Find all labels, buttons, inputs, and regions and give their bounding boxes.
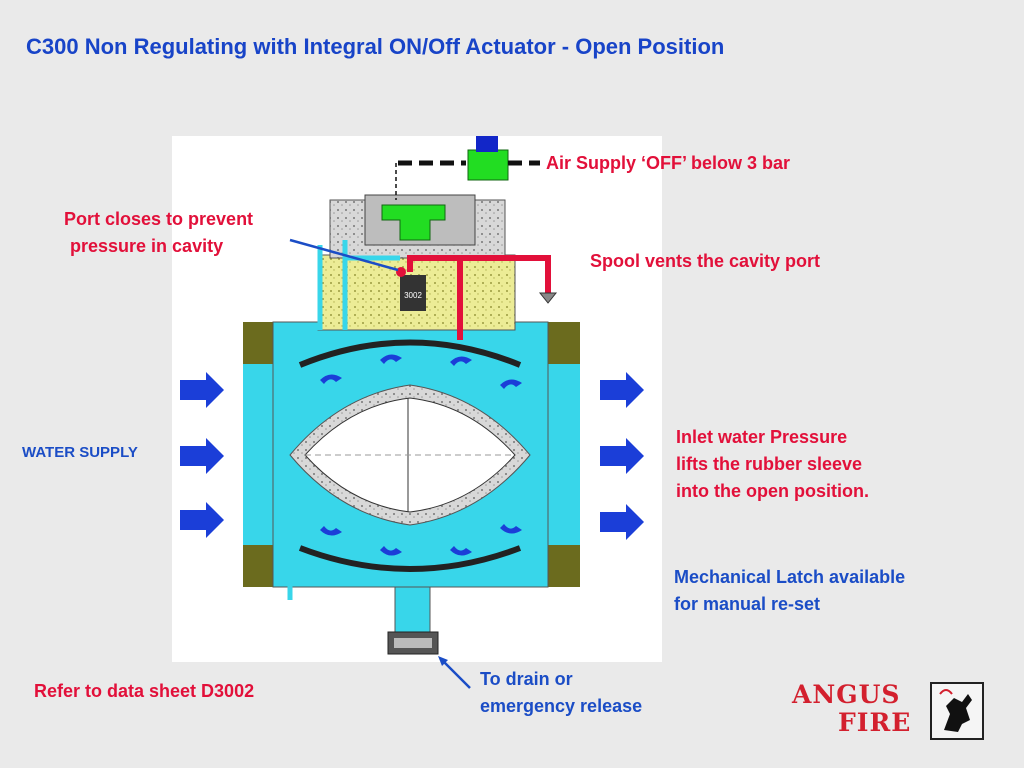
- latch-label-1: Mechanical Latch available: [674, 567, 906, 587]
- vent-outlet: [538, 292, 558, 304]
- drain-label-1: To drain or: [480, 669, 573, 689]
- flange-top-left: [243, 322, 273, 364]
- flow-swirls: [320, 354, 522, 556]
- angus-fire-logo-icon: [930, 682, 984, 740]
- drain-label-2: emergency release: [480, 696, 643, 716]
- sleeve-bottom: [298, 545, 522, 572]
- refer-label: Refer to data sheet D3002: [34, 681, 255, 701]
- sleeve-top: [298, 339, 522, 368]
- logo-line-2: FIRE: [838, 708, 912, 737]
- drain-channel: [394, 586, 431, 633]
- inlet-label-2: lifts the rubber sleeve: [676, 454, 863, 474]
- page-title: C300 Non Regulating with Integral ON/Off…: [26, 34, 725, 59]
- spool-vents-label: Spool vents the cavity port: [590, 251, 821, 271]
- air-actuator-cap: [476, 136, 498, 152]
- spool-marking: 3002: [404, 291, 422, 300]
- air-supply-label: Air Supply ‘OFF’ below 3 bar: [546, 153, 791, 173]
- port-closes-label-2: pressure in cavity: [70, 236, 224, 256]
- inlet-label-3: into the open position.: [676, 481, 869, 501]
- cavity-vent-line: [430, 255, 463, 340]
- port-dot: [396, 267, 406, 277]
- inlet-label-1: Inlet water Pressure: [676, 427, 848, 447]
- drain-plug-inner: [394, 638, 432, 648]
- latch-label-2: for manual re-set: [674, 594, 821, 614]
- spool-valve: [381, 204, 446, 241]
- flange-top-right: [548, 322, 580, 364]
- drain-pointer: [441, 659, 471, 689]
- air-actuator: [467, 149, 509, 181]
- spool-body: [400, 275, 426, 311]
- flange-bottom-right: [548, 545, 580, 587]
- port-closes-label-1: Port closes to prevent: [64, 209, 254, 229]
- flange-bottom-left: [243, 545, 273, 587]
- vent-line: [407, 255, 551, 295]
- water-supply-label: WATER SUPPLY: [22, 444, 138, 461]
- logo-line-1: ANGUS: [792, 680, 901, 709]
- port-pointer: [289, 238, 399, 272]
- flow-arrow-icon: [600, 372, 644, 540]
- flow-arrow-icon: [180, 372, 224, 538]
